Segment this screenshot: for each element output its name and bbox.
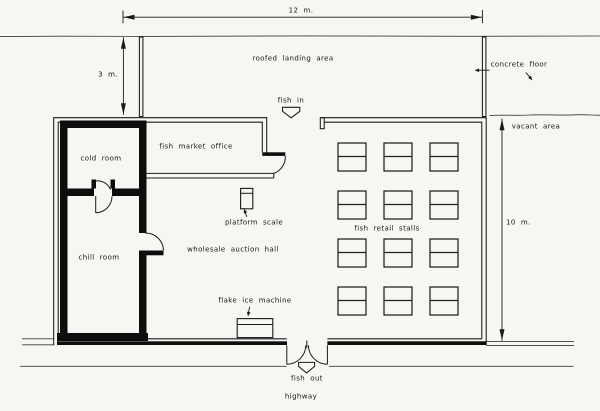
highway-label: highway — [284, 392, 318, 401]
fish-in-label: fish in — [277, 96, 305, 105]
dimension-top-12m — [122, 10, 483, 24]
dimension-right-label: 10 m. — [506, 218, 531, 227]
doors-fish-out — [286, 340, 328, 365]
dimension-left-3m — [120, 37, 126, 115]
retail-stalls-grid — [337, 142, 459, 316]
concrete-floor-label: concrete floor — [490, 60, 548, 68]
platform-scale-object — [240, 187, 254, 217]
vacant-area-label: vacant area — [511, 122, 561, 131]
cold-room-label: cold room — [80, 154, 122, 162]
flake-ice-machine-label: flake ice machine — [218, 296, 292, 304]
roof-posts — [138, 36, 487, 118]
building-outer-walls — [53, 117, 487, 346]
dimension-top-label: 12 m. — [288, 6, 314, 14]
fish-out-label: fish out — [291, 374, 323, 383]
chill-room-label: chill room — [78, 253, 120, 261]
concrete-floor-leaders — [474, 68, 533, 81]
roofed-landing-area-label: roofed landing area — [252, 54, 334, 63]
platform-scale-label: platform scale — [224, 218, 284, 226]
wholesale-auction-hall-label: wholesale auction hall — [187, 245, 279, 254]
fish-out-arrow — [298, 361, 316, 374]
fish-retail-stalls-label: fish retail stalls — [354, 224, 420, 233]
door-chill-room — [139, 232, 164, 256]
fish-in-arrow — [281, 106, 301, 119]
flake-ice-machine-object — [236, 306, 274, 339]
dimension-right-10m — [499, 118, 505, 341]
site-lines — [0, 35, 600, 367]
fish-market-office-label: fish market office — [159, 142, 233, 150]
door-cold-room — [91, 179, 115, 214]
dimension-left-label: 3 m. — [98, 70, 118, 79]
door-office — [262, 152, 286, 174]
cold-store-walls — [57, 120, 148, 341]
roof-post-left — [138, 36, 144, 118]
roof-post-right — [481, 36, 487, 118]
